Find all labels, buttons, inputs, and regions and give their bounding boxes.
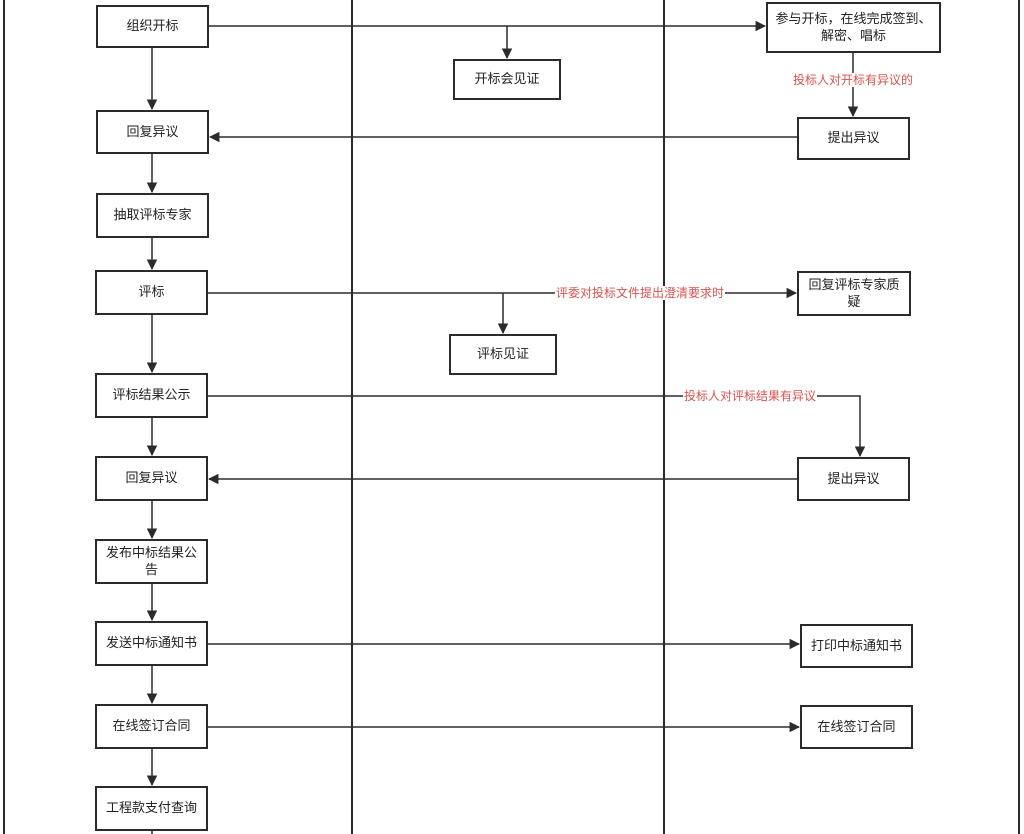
node-organize-opening[interactable]: 组织开标 [96, 5, 209, 48]
node-send-notice[interactable]: 发送中标通知书 [95, 621, 208, 666]
node-draw-experts[interactable]: 抽取评标专家 [96, 193, 209, 238]
node-result-publicity[interactable]: 评标结果公示 [95, 373, 208, 418]
node-sign-contract-right[interactable]: 在线签订合同 [800, 705, 913, 749]
node-participate-opening[interactable]: 参与开标，在线完成签到、解密、唱标 [766, 2, 941, 53]
node-reply-objection-1[interactable]: 回复异议 [96, 110, 209, 154]
node-reply-expert-query[interactable]: 回复评标专家质疑 [797, 271, 911, 316]
node-payment-query[interactable]: 工程款支付查询 [95, 786, 208, 831]
edge-publicity-to-raise-2 [208, 395, 866, 458]
node-publish-award[interactable]: 发布中标结果公告 [95, 539, 208, 584]
edge-label-clarification: 评委对投标文件提出澄清要求时 [554, 286, 726, 300]
node-opening-witness[interactable]: 开标会见证 [453, 59, 561, 100]
node-print-notice[interactable]: 打印中标通知书 [800, 624, 913, 668]
edge-label-objection-result: 投标人对评标结果有异议 [682, 389, 818, 403]
node-evaluation[interactable]: 评标 [95, 270, 208, 315]
node-evaluation-witness[interactable]: 评标见证 [449, 334, 557, 375]
node-sign-contract-left[interactable]: 在线签订合同 [95, 704, 208, 749]
connectors [146, 20, 866, 834]
node-reply-objection-2[interactable]: 回复异议 [95, 456, 208, 501]
node-raise-objection-1[interactable]: 提出异议 [797, 117, 910, 160]
swimlane-borders [3, 0, 1020, 834]
edge-label-objection-opening: 投标人对开标有异议的 [791, 73, 915, 87]
node-raise-objection-2[interactable]: 提出异议 [797, 457, 910, 501]
